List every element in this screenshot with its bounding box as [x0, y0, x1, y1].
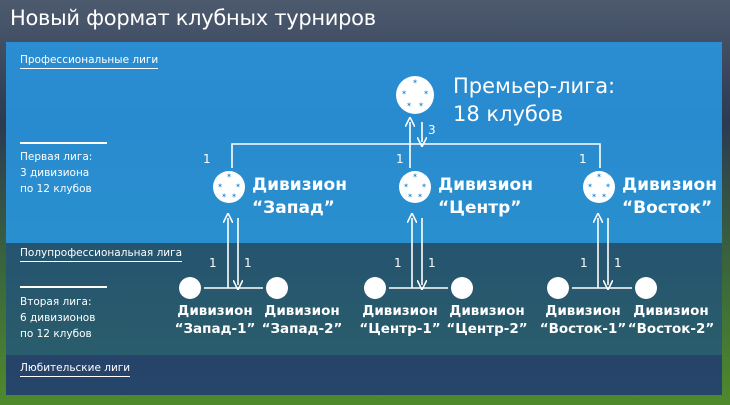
label: “Запад”: [252, 198, 335, 218]
subdivision: Дивизион “Восток-2”: [621, 302, 721, 338]
label: “Центр-1”: [359, 321, 441, 337]
section-label-amateur: Любительские лиги: [20, 362, 131, 377]
label: Дивизион: [177, 303, 253, 319]
section-label-semi: Полупрофессиональная лига: [20, 247, 183, 262]
label: “Запад-1”: [174, 321, 256, 337]
division-center: Дивизион “Центр”: [438, 174, 533, 220]
label: Дивизион: [252, 175, 347, 195]
label: Дивизион: [545, 303, 621, 319]
pro-section: [6, 42, 722, 243]
svg-text:✶: ✶: [423, 89, 429, 97]
down-count: 1: [614, 256, 622, 270]
svg-text:✶: ✶: [601, 192, 607, 200]
label: Вторая лига:: [20, 296, 92, 308]
exchange-count: 3: [428, 123, 436, 137]
section-label-pro: Профессиональные лиги: [20, 54, 159, 69]
svg-text:✶: ✶: [403, 182, 409, 190]
ball-icon: [179, 277, 201, 299]
label: по 12 клубов: [20, 328, 92, 340]
label: “Центр-2”: [446, 321, 528, 337]
ball-icon: [635, 277, 657, 299]
label: Дивизион: [362, 303, 438, 319]
up-count: 1: [209, 256, 217, 270]
division-west: Дивизион “Запад”: [252, 174, 347, 220]
divider: [20, 142, 107, 144]
subdivision: Дивизион “Восток-1”: [533, 302, 633, 338]
svg-text:✶: ✶: [605, 182, 611, 190]
ball-icon: [396, 76, 434, 114]
star-marks: ✶✶✶✶✶ ✶✶✶✶✶ ✶✶✶✶✶ ✶✶✶✶✶: [217, 78, 611, 200]
top-connector: [231, 143, 601, 168]
page-title: Новый формат клубных турниров: [10, 6, 376, 30]
second-league-info: Вторая лига: 6 дивизионов по 12 клубов: [20, 294, 95, 342]
premier-league-title: Премьер-лига: 18 клубов: [453, 72, 615, 128]
svg-text:✶: ✶: [591, 192, 597, 200]
promo-count: 1: [396, 152, 404, 166]
label: по 12 клубов: [20, 183, 92, 195]
ball-icon: [451, 277, 473, 299]
down-count: 1: [244, 256, 252, 270]
label: 6 дивизионов: [20, 312, 96, 324]
label: 18 клубов: [453, 102, 564, 126]
subdivision: Дивизион “Центр-1”: [350, 302, 450, 338]
ball-icons: [179, 76, 657, 299]
label: Дивизион: [633, 303, 709, 319]
label: Дивизион: [622, 175, 717, 195]
svg-text:✶: ✶: [235, 182, 241, 190]
svg-text:✶: ✶: [596, 172, 602, 180]
svg-text:✶: ✶: [412, 78, 418, 86]
amateur-section: [6, 355, 722, 395]
svg-text:✶: ✶: [587, 182, 593, 190]
label: Премьер-лига:: [453, 74, 616, 98]
svg-text:✶: ✶: [417, 192, 423, 200]
ball-icon: [583, 171, 615, 203]
label: Первая лига:: [20, 151, 93, 163]
first-league-info: Первая лига: 3 дивизиона по 12 клубов: [20, 149, 92, 197]
ball-icon: [399, 171, 431, 203]
svg-text:✶: ✶: [418, 101, 424, 109]
label: 3 дивизиона: [20, 167, 90, 179]
subdivision: Дивизион “Центр-2”: [437, 302, 537, 338]
svg-text:✶: ✶: [231, 192, 237, 200]
label: “Центр”: [438, 198, 522, 218]
subdivision: Дивизион “Запад-2”: [252, 302, 352, 338]
svg-text:✶: ✶: [221, 192, 227, 200]
label: Дивизион: [438, 175, 533, 195]
ball-icon: [547, 277, 569, 299]
promo-count: 1: [203, 152, 211, 166]
svg-text:✶: ✶: [217, 182, 223, 190]
svg-text:✶: ✶: [401, 89, 407, 97]
svg-text:✶: ✶: [406, 101, 412, 109]
up-count: 1: [394, 256, 402, 270]
divider: [20, 286, 107, 288]
label: “Восток”: [622, 198, 713, 218]
label: “Восток-2”: [627, 321, 715, 337]
ball-icon: [213, 171, 245, 203]
label: Дивизион: [264, 303, 340, 319]
ball-icon: [364, 277, 386, 299]
label: “Запад-2”: [261, 321, 343, 337]
division-east: Дивизион “Восток”: [622, 174, 717, 220]
promo-count: 1: [579, 152, 587, 166]
ball-icon: [266, 277, 288, 299]
label: Дивизион: [449, 303, 525, 319]
svg-text:✶: ✶: [412, 172, 418, 180]
svg-text:✶: ✶: [407, 192, 413, 200]
down-count: 1: [428, 256, 436, 270]
up-count: 1: [580, 256, 588, 270]
svg-text:✶: ✶: [421, 182, 427, 190]
label: “Восток-1”: [539, 321, 627, 337]
svg-text:✶: ✶: [226, 172, 232, 180]
subdivision: Дивизион “Запад-1”: [165, 302, 265, 338]
